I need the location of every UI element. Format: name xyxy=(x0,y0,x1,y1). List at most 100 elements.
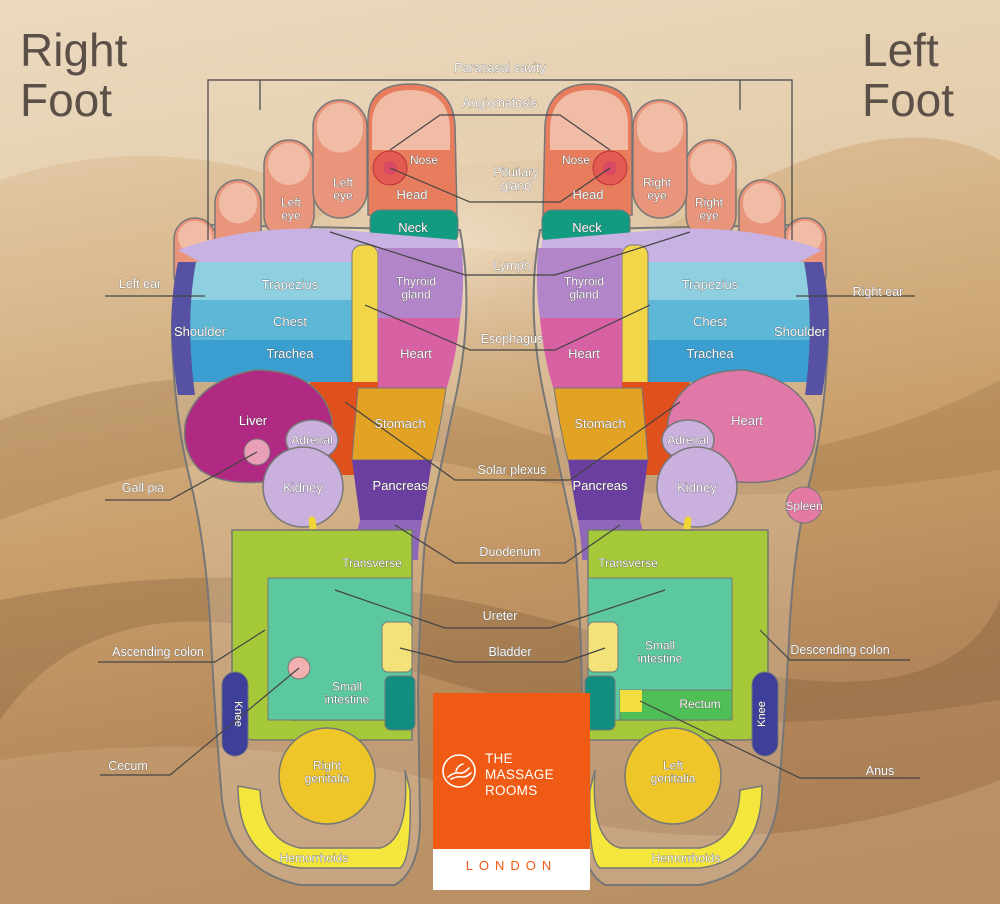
right-genitalia-zone xyxy=(278,727,376,825)
leader-pituitary xyxy=(389,167,611,203)
leader-anus xyxy=(639,700,920,779)
callout-cecum: Cecum xyxy=(108,759,148,773)
leader-cecum xyxy=(100,667,300,776)
callout-lymph: Lymph xyxy=(493,259,530,273)
left-big-toe-tip xyxy=(550,90,628,150)
left-shoulder-zone xyxy=(804,262,829,395)
leader-angiomatosis xyxy=(389,114,611,151)
callout-right-ear: Right ear xyxy=(853,285,904,299)
left-label-chest: Chest xyxy=(693,314,727,329)
left-label-lobe: Heart xyxy=(731,413,763,428)
left-thyroid-zone xyxy=(536,248,622,318)
right-label-adrenal: Adrenal xyxy=(291,433,332,447)
left-label-nose: Nose xyxy=(562,153,590,167)
left-anus-zone xyxy=(620,690,642,712)
callout-angiomatosis: Angiomatosis xyxy=(462,96,537,110)
left-toe-tip-4 xyxy=(690,143,732,185)
hand-emblem-icon xyxy=(442,754,476,788)
right-anal-zone xyxy=(384,675,416,731)
right-esophagus-zone xyxy=(351,244,379,396)
left-label-trapezius: Trapezius xyxy=(682,277,739,292)
left-toe-tip-5 xyxy=(637,103,683,153)
logo-text-city: LONDON xyxy=(465,858,558,873)
leader-bladder xyxy=(399,647,606,663)
right-label-neck: Neck xyxy=(398,220,428,235)
left-genitalia-zone xyxy=(624,727,722,825)
logo-text-the: THE xyxy=(485,751,513,766)
right-toe-tip-3 xyxy=(219,183,257,224)
right-chest-zone xyxy=(175,300,355,340)
right-label-hemorrhoids: Hemorrhoids xyxy=(280,851,349,865)
callout-paranasal-cavity: Paranasal cavity xyxy=(454,61,546,75)
left-foot-title: Left Foot xyxy=(862,24,955,126)
left-label-heart: Heart xyxy=(568,346,600,361)
leader-lymph xyxy=(329,231,691,276)
right-label-heart: Heart xyxy=(400,346,432,361)
right-heart-center-zone xyxy=(378,318,460,390)
callout-descending-colon: Descending colon xyxy=(790,643,889,657)
left-kidney-zone xyxy=(656,446,738,528)
left-label-adrenal: Adrenal xyxy=(667,433,708,447)
right-label-pancreas: Pancreas xyxy=(373,478,428,493)
callout-duodenum: Duodenum xyxy=(479,545,540,559)
right-label-nose: Nose xyxy=(410,153,438,167)
left-trapezius-zone xyxy=(645,262,824,300)
logo-text-massage: MASSAGE xyxy=(485,767,554,782)
left-bladder-zone xyxy=(587,621,619,673)
callout-esophagus: Esophagus xyxy=(481,332,544,346)
right-knee-zone xyxy=(221,671,249,757)
callout-bladder: Bladder xyxy=(488,645,531,659)
right-bladder-zone xyxy=(381,621,413,673)
callout-left-ear: Left ear xyxy=(119,277,161,291)
right-toe-tip-5 xyxy=(317,103,363,153)
right-foot-title: Right Foot xyxy=(20,24,128,126)
callout-solar-plexus: Solar plexus xyxy=(478,463,547,477)
right-label-trachea: Trachea xyxy=(266,346,314,361)
left-pancreas-zone xyxy=(568,460,648,520)
left-spleen-zone xyxy=(785,486,823,524)
leader-descending xyxy=(759,629,910,661)
leader-ascending xyxy=(98,629,266,663)
logo-text-rooms: ROOMS xyxy=(485,783,538,798)
left-knee-zone xyxy=(751,671,779,757)
left-trachea-zone xyxy=(645,340,825,382)
right-big-toe-tip xyxy=(372,90,450,150)
left-chest-zone xyxy=(645,300,825,340)
right-label-knee: Knee xyxy=(232,701,244,727)
right-label-shoulder: Shoulder xyxy=(174,324,227,339)
left-esophagus-zone xyxy=(621,244,649,396)
left-foot xyxy=(532,83,830,886)
left-hemorrhoids-zone xyxy=(588,769,763,869)
right-thyroid-zone xyxy=(378,248,464,318)
right-pancreas-zone xyxy=(352,460,432,520)
callout-gall-pia: Gall pia xyxy=(122,481,164,495)
right-label-kidney: Kidney xyxy=(283,480,323,495)
leader-ureter xyxy=(334,589,666,629)
logo-orange-panel: THE MASSAGE ROOMS xyxy=(433,693,590,849)
left-label-pancreas: Pancreas xyxy=(573,478,628,493)
right-label-trapezius: Trapezius xyxy=(262,277,319,292)
right-label-stomach: Stomach xyxy=(374,416,425,431)
left-label-head: Head xyxy=(572,187,603,202)
left-label-transverse: Transverse xyxy=(598,556,658,570)
leader-esophagus xyxy=(364,304,651,351)
callout-ureter: Ureter xyxy=(483,609,518,623)
left-label-trachea: Trachea xyxy=(686,346,734,361)
leader-paranasal xyxy=(207,79,793,240)
massage-rooms-logo: THE MASSAGE ROOMS LONDON xyxy=(433,693,590,890)
left-label-neck: Neck xyxy=(572,220,602,235)
leader-gall xyxy=(105,451,258,501)
